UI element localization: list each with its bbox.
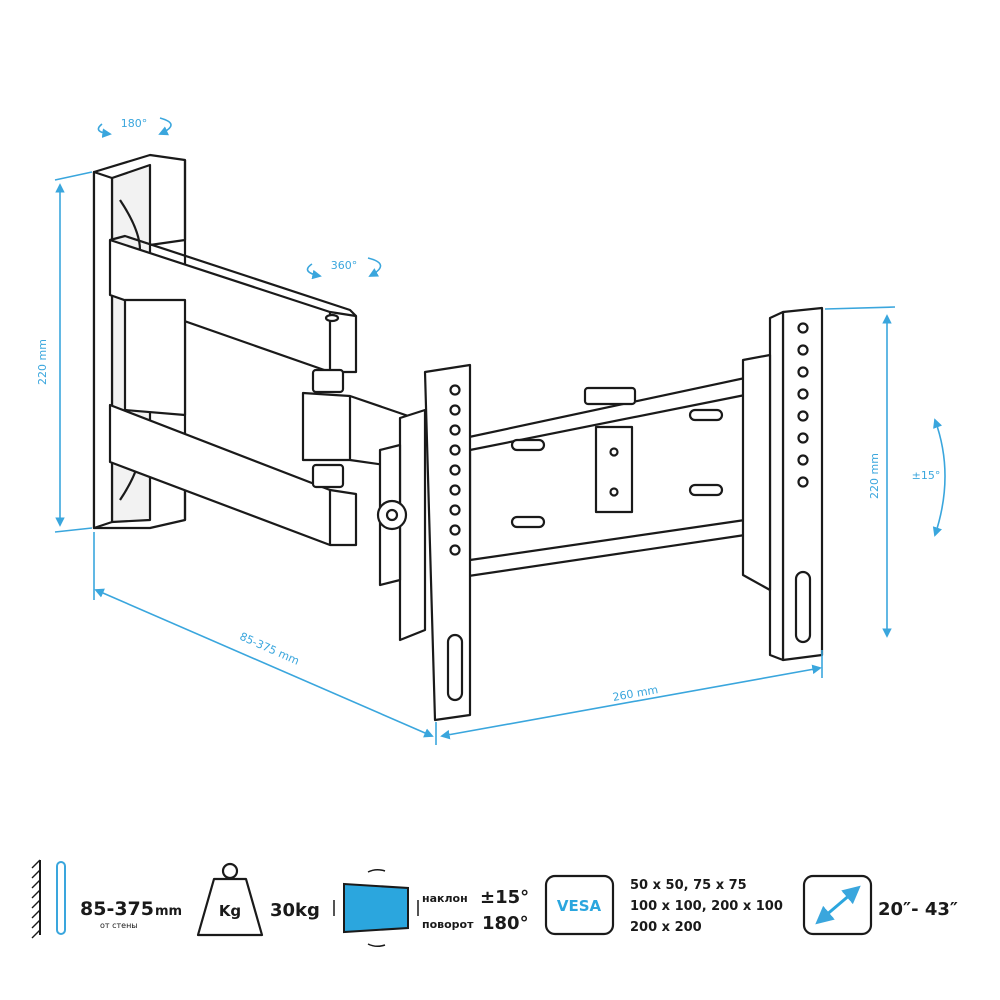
vesa-label: VESA: [557, 897, 602, 915]
tv-bracket: [376, 306, 824, 722]
weight-icon-label: Kg: [219, 902, 241, 920]
vesa-line-3: 200 x 200: [630, 920, 702, 935]
distance-caption: от стены: [100, 921, 138, 930]
dimension-lines: [54, 117, 946, 745]
rotate-joint-label: 360°: [331, 259, 358, 272]
vesa-line-1: 50 x 50, 75 x 75: [630, 878, 747, 893]
weight-value: 30kg: [270, 900, 320, 921]
weight-icon: [196, 862, 264, 937]
wall-icon: [31, 859, 66, 939]
height-left-label: 220 mm: [36, 339, 49, 385]
rotate-top-label: 180°: [121, 117, 148, 130]
diagonal-size-icon: [802, 874, 873, 936]
tilt-swivel-screen-icon: [333, 868, 419, 948]
tilt-spec-value: ±15°: [480, 887, 529, 908]
spec-bar: 85-375 mm от стены Kg 30kg наклон ±15° п…: [31, 859, 958, 948]
swivel-spec-value: 180°: [482, 913, 529, 934]
distance-unit: mm: [155, 904, 182, 919]
height-right-label: 220 mm: [868, 453, 881, 499]
depth-label: 85-375 mm: [238, 630, 302, 668]
tilt-label: ±15°: [912, 469, 941, 482]
distance-value: 85-375: [80, 898, 154, 920]
vesa-line-2: 100 x 100, 200 x 100: [630, 899, 783, 914]
screen-size-value: 20″- 43″: [878, 899, 958, 920]
vesa-icon: [544, 874, 615, 936]
swivel-spec-label: поворот: [422, 918, 474, 931]
tilt-spec-label: наклон: [422, 892, 468, 905]
